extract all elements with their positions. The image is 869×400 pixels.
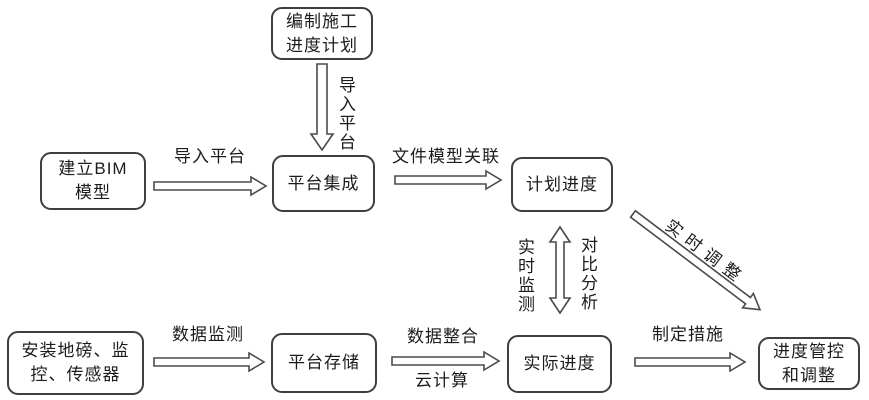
node-bim-model-label: 建立BIM 模型: [58, 159, 128, 202]
node-actual-progress: 实际进度: [507, 335, 612, 393]
edge-label-formulate-measures: 制定措施: [652, 325, 724, 344]
edge-label-import-platform: 导入平台: [174, 147, 246, 166]
arrow-formulate-measures: [634, 351, 747, 373]
node-compile-plan: 编制施工 进度计划: [271, 7, 373, 60]
node-bim-model: 建立BIM 模型: [40, 152, 146, 210]
arrow-realtime-adjustment: [629, 209, 762, 311]
edge-label-comparative-analysis: 对比分析: [578, 236, 597, 312]
node-platform-integration-label: 平台集成: [287, 173, 360, 193]
node-install-devices-label: 安装地磅、监 控、传感器: [21, 341, 130, 384]
edge-label-file-model-link: 文件模型关联: [392, 147, 500, 166]
node-planned-progress: 计划进度: [511, 157, 613, 212]
node-platform-storage: 平台存储: [271, 333, 377, 393]
node-progress-control: 进度管控 和调整: [758, 337, 860, 390]
edge-label-realtime-monitoring: 实时监测: [515, 238, 534, 314]
arrow-data-monitoring: [153, 351, 266, 373]
edge-label-import-platform-vertical: 导入平台: [336, 76, 355, 152]
edge-label-cloud-computing: 云计算: [415, 371, 469, 390]
node-compile-plan-label: 编制施工 进度计划: [286, 11, 358, 55]
arrow-data-integration: [391, 350, 501, 372]
node-actual-progress-label: 实际进度: [523, 354, 596, 373]
node-install-devices: 安装地磅、监 控、传感器: [7, 331, 144, 395]
arrow-import-platform-vertical: [309, 63, 335, 152]
node-planned-progress-label: 计划进度: [526, 174, 598, 194]
node-progress-control-label: 进度管控 和调整: [773, 341, 845, 385]
arrow-compare-double: [548, 225, 572, 315]
arrow-import-platform: [153, 175, 268, 197]
arrow-file-model-link: [394, 169, 503, 191]
node-platform-storage-label: 平台存储: [288, 353, 360, 372]
edge-label-data-integration: 数据整合: [407, 327, 479, 346]
edge-label-data-monitoring: 数据监测: [172, 325, 244, 344]
node-platform-integration: 平台集成: [272, 155, 375, 212]
